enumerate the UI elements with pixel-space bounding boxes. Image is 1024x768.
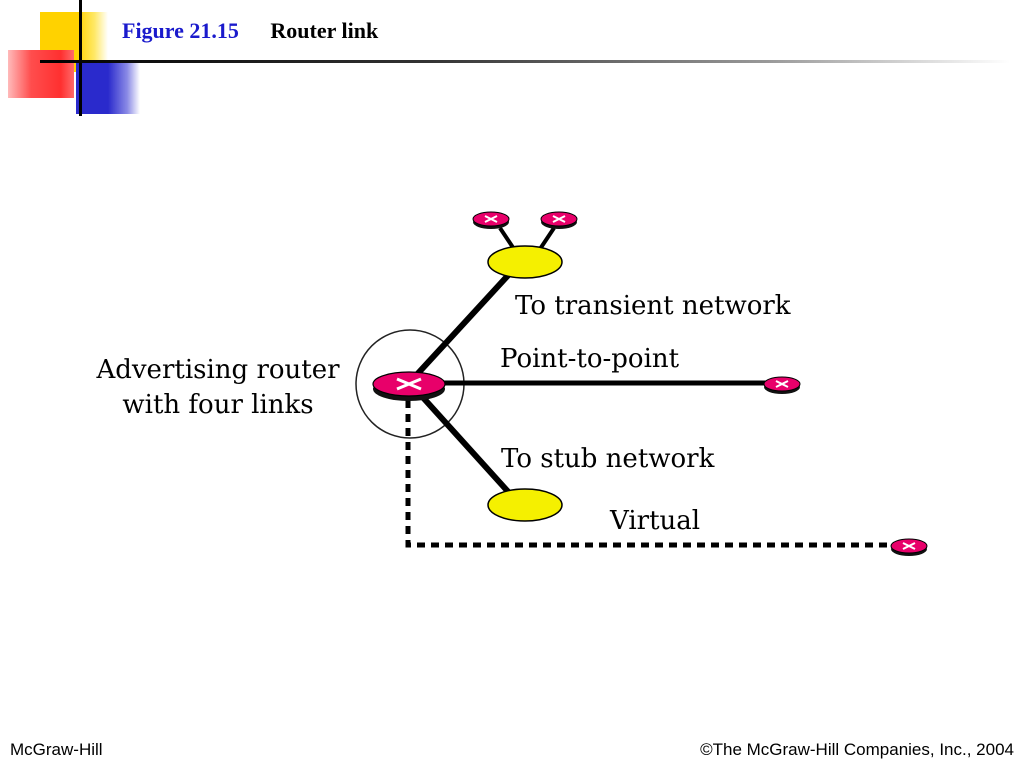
page-title: Figure 21.15 Router link [122, 18, 378, 44]
transient-router-right-icon [540, 211, 578, 229]
virtual-router-icon [890, 538, 928, 556]
stub-link-line [415, 389, 515, 499]
stub-network-node [487, 488, 563, 522]
router-label-line1: Advertising router [95, 355, 340, 385]
stub-link-label: To stub network [501, 444, 715, 474]
router-label-line2: with four links [122, 390, 313, 420]
advertising-router-icon [372, 371, 446, 401]
footer-copyright: ©The McGraw-Hill Companies, Inc., 2004 [700, 740, 1014, 759]
header-rule [40, 60, 1010, 63]
deco-vertical-line [79, 0, 82, 116]
footer-publisher: McGraw-Hill [10, 740, 103, 759]
figure-number: Figure 21.15 [122, 18, 239, 43]
figure-title: Router link [270, 18, 379, 43]
deco-red-block [8, 50, 74, 98]
virtual-link-label: Virtual [609, 506, 700, 536]
transient-router-left-icon [472, 211, 510, 229]
point-to-point-router-icon [763, 376, 801, 394]
virtual-link-line [405, 400, 905, 548]
point-to-point-link-label: Point-to-point [500, 344, 680, 374]
transient-link-line [407, 267, 516, 385]
deco-blue-block [76, 62, 140, 114]
transient-network-node [487, 245, 563, 279]
transient-link-label: To transient network [515, 291, 791, 321]
